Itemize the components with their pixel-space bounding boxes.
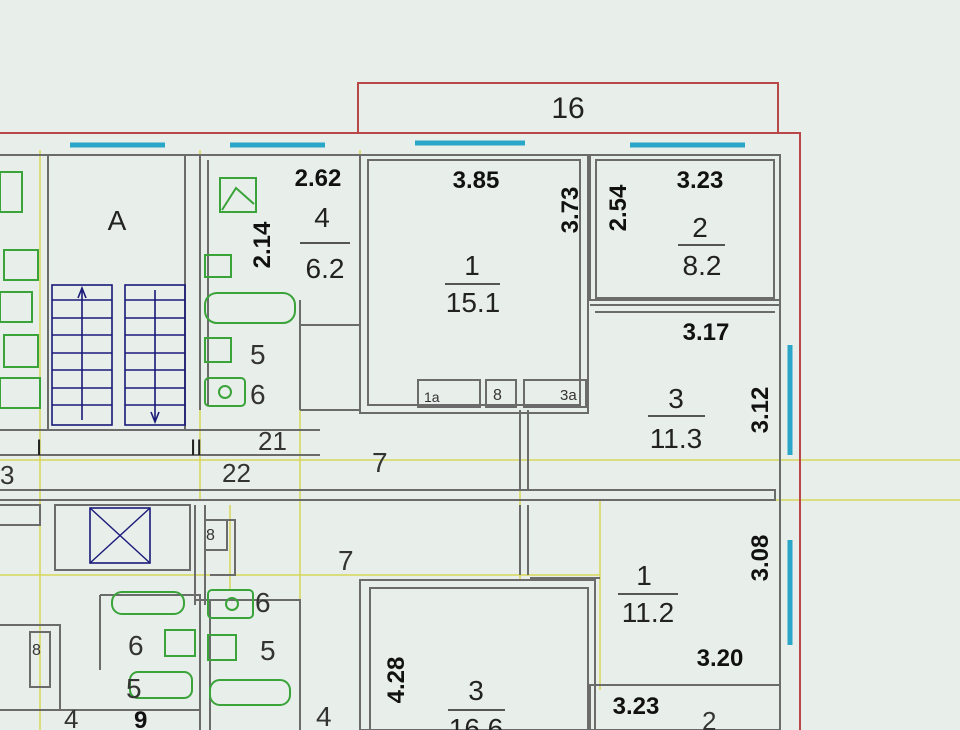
outer-wall: [0, 132, 801, 730]
label-5-mid: 5: [260, 635, 276, 666]
label-5-left: 5: [126, 673, 142, 704]
label-4-bottom-left: 4: [64, 704, 78, 730]
dim-3-12: 3.12: [747, 387, 774, 434]
dim-2-62: 2.62: [295, 165, 342, 192]
dim-2-54: 2.54: [605, 184, 632, 231]
label-7-corridor-top: 7: [372, 447, 388, 478]
room-3b-number: 3: [468, 675, 484, 706]
section-label: A: [108, 205, 127, 236]
label-9: 9: [134, 707, 147, 730]
dim-3-23-bottom: 3.23: [613, 693, 660, 720]
label-3-left: 3: [0, 460, 14, 490]
label-3a: 3a: [560, 387, 577, 404]
label-7-corridor-bottom: 7: [338, 545, 354, 576]
closet-boxes: [417, 379, 587, 408]
room-3b-area: 16.6: [449, 713, 504, 730]
label-8-shaft: 8: [206, 527, 215, 544]
room-3-area: 11.3: [650, 423, 702, 454]
room-2-area: 8.2: [683, 250, 722, 281]
dim-3-23-top: 3.23: [677, 167, 724, 194]
label-2-bottom: 2: [702, 706, 716, 730]
dim-3-08: 3.08: [747, 535, 774, 582]
label-1a: 1a: [424, 389, 440, 405]
stair-mark-1: I: [36, 435, 42, 460]
windows: [70, 140, 793, 645]
label-6-mid: 6: [255, 587, 271, 618]
sanitary-fixtures: [0, 171, 296, 706]
label-8-closet: 8: [493, 387, 502, 404]
overall-width-label: 16: [551, 92, 584, 125]
dim-4-28: 4.28: [383, 657, 410, 704]
room-1-area: 15.1: [446, 287, 501, 318]
room-3-number: 3: [668, 383, 684, 414]
room-walls: [0, 154, 781, 730]
dim-3-73: 3.73: [557, 187, 584, 234]
room-1b-area: 11.2: [622, 597, 674, 628]
dim-3-85: 3.85: [453, 167, 500, 194]
elevator-shaft: [89, 507, 151, 564]
room-1b-number: 1: [636, 560, 652, 591]
label-6-left: 6: [128, 630, 144, 661]
label-21: 21: [258, 426, 287, 456]
label-5-top: 5: [250, 339, 266, 370]
room-4-area: 6.2: [306, 253, 345, 284]
label-4-bottom: 4: [316, 701, 332, 730]
dim-3-20: 3.20: [697, 645, 744, 672]
room-1-number: 1: [464, 250, 480, 281]
stairs: [51, 284, 186, 426]
label-8-left: 8: [32, 642, 41, 659]
label-6-top: 6: [250, 379, 266, 410]
room-2-number: 2: [692, 212, 708, 243]
stair-mark-2: II: [190, 435, 202, 460]
room-4-number: 4: [314, 202, 330, 233]
label-22: 22: [222, 458, 251, 488]
dim-3-17: 3.17: [683, 319, 730, 346]
construction-lines: [0, 150, 960, 730]
dim-2-14: 2.14: [249, 221, 276, 268]
